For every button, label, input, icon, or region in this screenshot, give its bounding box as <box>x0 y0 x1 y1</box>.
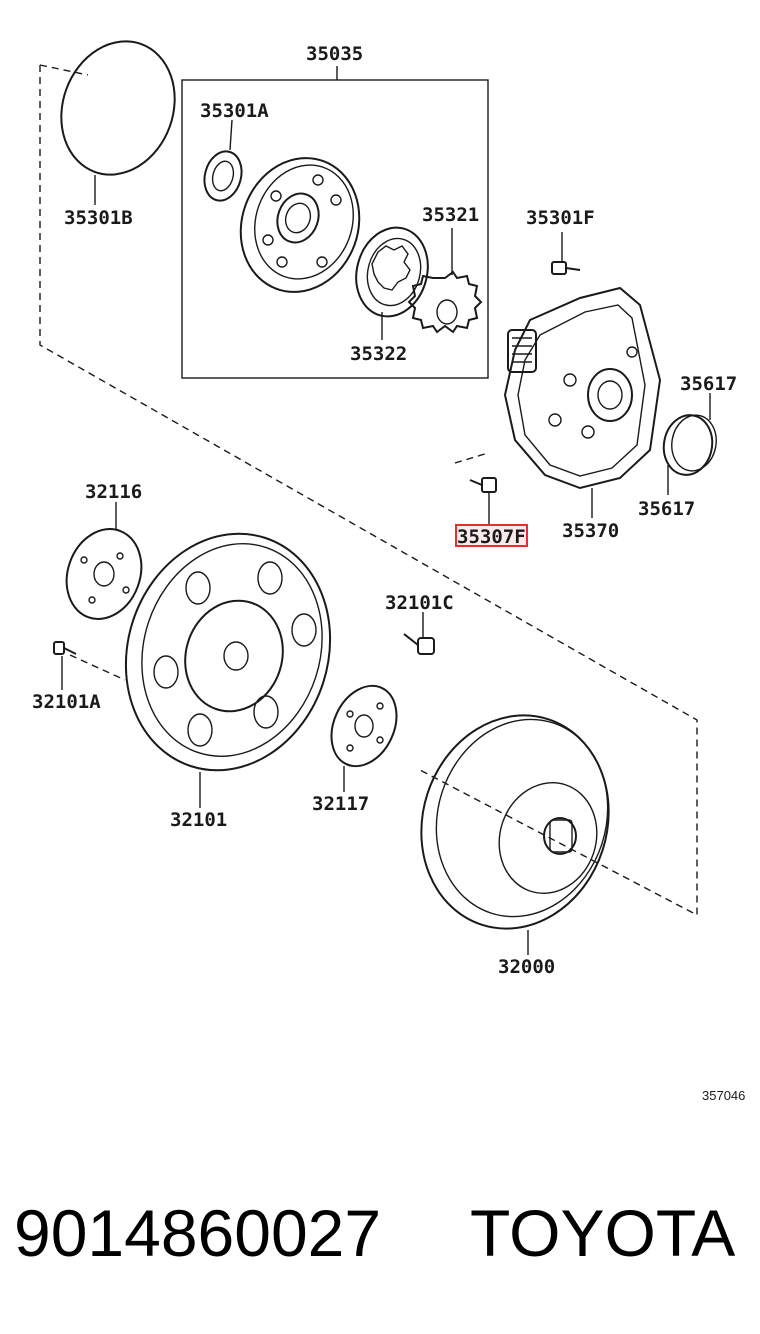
drive-gear-35322 <box>355 226 429 340</box>
bolt-32101c <box>403 612 435 655</box>
drive-plate-32101 <box>124 532 332 808</box>
o-ring-35301b <box>60 40 176 205</box>
label-35301f: 35301F <box>526 207 595 229</box>
label-35321: 35321 <box>422 204 479 226</box>
label-35617-bottom: 35617 <box>638 498 695 520</box>
pump-body <box>239 157 361 293</box>
bolt-35307f <box>469 477 497 524</box>
label-35035: 35035 <box>306 43 363 65</box>
label-35307f[interactable]: 35307F <box>457 526 526 548</box>
driven-gear-35321 <box>407 228 483 334</box>
oil-seal-35301a <box>203 119 243 202</box>
label-35301b: 35301B <box>64 207 133 229</box>
brand-name: TOYOTA <box>470 1196 735 1270</box>
label-32101: 32101 <box>170 809 227 831</box>
label-35370: 35370 <box>562 520 619 542</box>
seal-rings-35617 <box>662 393 717 495</box>
label-35322: 35322 <box>350 343 407 365</box>
label-32116: 32116 <box>85 481 142 503</box>
label-35301a: 35301A <box>200 100 269 122</box>
bolt-32101a <box>53 641 77 690</box>
spacer-32116 <box>65 502 143 620</box>
label-32101c: 32101C <box>385 592 454 614</box>
bolt-35301f <box>551 232 581 275</box>
spacer-32117 <box>330 684 398 792</box>
diagram-ref-code: 357046 <box>702 1088 745 1103</box>
assembly-outline <box>39 64 698 917</box>
highlight-box <box>455 524 528 547</box>
label-32117: 32117 <box>312 793 369 815</box>
label-32000: 32000 <box>498 956 555 978</box>
part-number: 9014860027 <box>14 1196 381 1270</box>
torque-converter-32000 <box>420 714 610 955</box>
label-35617-top: 35617 <box>680 373 737 395</box>
stator-shaft-35370 <box>503 286 662 518</box>
label-32101a: 32101A <box>32 691 101 713</box>
pump-body-box <box>181 66 489 379</box>
